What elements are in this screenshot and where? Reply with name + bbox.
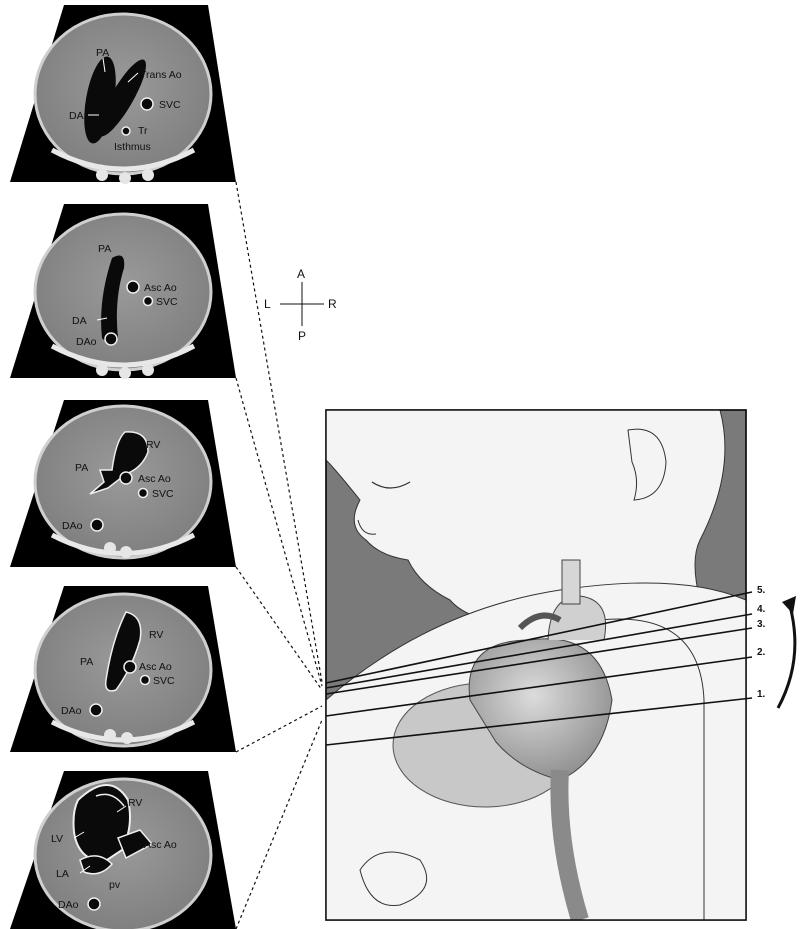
orientation-compass: A P L R — [264, 267, 337, 343]
ultrasound-panel-4: RV PA Asc Ao SVC DAo — [10, 586, 236, 752]
label-pv: pv — [109, 879, 121, 891]
plane-label-2: 2. — [757, 647, 766, 658]
label-svc: SVC — [153, 675, 175, 687]
plane-label-1: 1. — [757, 689, 766, 700]
ultrasound-panel-2: PA Asc Ao SVC DA DAo — [10, 204, 236, 379]
sweep-direction-arrow — [778, 596, 796, 708]
label-lv: LV — [51, 833, 63, 845]
plane-label-5: 5. — [757, 585, 766, 596]
label-isthmus: Isthmus — [114, 141, 151, 153]
label-trans-ao: Trans Ao — [140, 69, 182, 81]
label-pa: PA — [75, 462, 88, 474]
label-pa: PA — [98, 243, 111, 255]
label-dao: DAo — [76, 336, 97, 348]
label-dao: DAo — [61, 705, 82, 717]
label-da: DA — [72, 315, 87, 327]
ultrasound-panel-1: PA Trans Ao SVC DA Tr Isthmus — [10, 5, 236, 184]
scan-plane-labels: 5. 4. 3. 2. 1. — [757, 585, 766, 700]
orientation-left: L — [264, 297, 271, 311]
label-la: LA — [56, 868, 69, 880]
label-svc: SVC — [152, 488, 174, 500]
ultrasound-panel-3: RV PA Asc Ao SVC DAo — [10, 400, 236, 567]
plane-label-3: 3. — [757, 619, 766, 630]
orientation-posterior: P — [298, 329, 306, 343]
orientation-anterior: A — [297, 267, 305, 281]
orientation-right: R — [328, 297, 337, 311]
label-da: DA — [69, 110, 84, 122]
label-dao: DAo — [62, 520, 83, 532]
label-rv: RV — [128, 797, 142, 809]
label-tr: Tr — [138, 125, 148, 137]
label-pa: PA — [80, 656, 93, 668]
label-asc-ao: Asc Ao — [144, 839, 177, 851]
label-rv: RV — [146, 439, 160, 451]
label-asc-ao: Asc Ao — [144, 282, 177, 294]
panel-connector-lines — [236, 182, 322, 929]
infant-illustration — [326, 410, 746, 920]
label-asc-ao: Asc Ao — [139, 661, 172, 673]
label-svc: SVC — [159, 99, 181, 111]
ultrasound-panel-5: RV LV Asc Ao LA pv DAo — [10, 771, 236, 929]
label-pa: PA — [96, 47, 109, 59]
label-svc: SVC — [156, 296, 178, 308]
label-rv: RV — [149, 629, 163, 641]
label-asc-ao: Asc Ao — [138, 473, 171, 485]
label-dao: DAo — [58, 899, 79, 911]
plane-label-4: 4. — [757, 604, 766, 615]
